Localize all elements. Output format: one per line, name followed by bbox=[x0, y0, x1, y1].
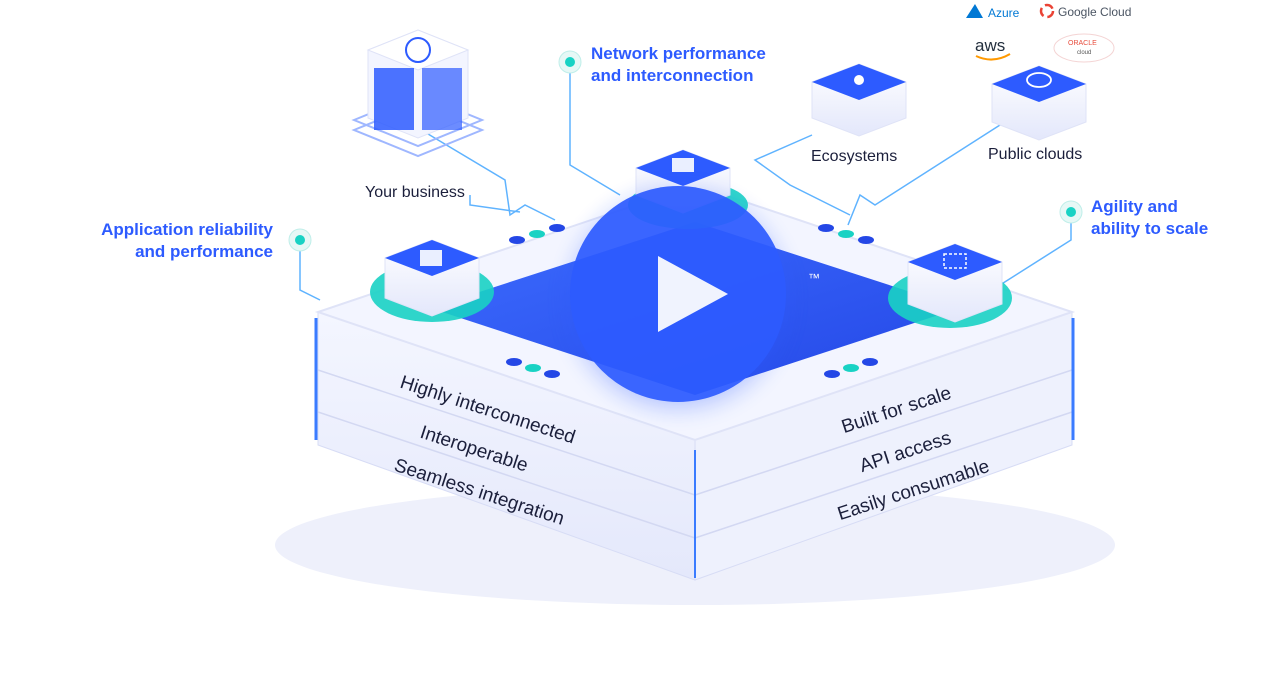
label-network-performance: Network performance and interconnection bbox=[591, 44, 766, 85]
aws-logo bbox=[975, 53, 1011, 61]
oracle-logo bbox=[1053, 33, 1115, 63]
label-your-business: Your business bbox=[365, 184, 465, 201]
building-icon bbox=[351, 29, 485, 158]
video-play-button[interactable] bbox=[570, 186, 786, 402]
cloud-icon bbox=[991, 65, 1087, 141]
rim-indicators bbox=[506, 224, 878, 378]
oracle-cloud-label: cloud bbox=[1077, 50, 1092, 56]
target-bullets bbox=[288, 50, 1083, 252]
network-hub-icon bbox=[811, 63, 907, 137]
label-ecosystems: Ecosystems bbox=[811, 148, 898, 165]
label-application-reliability: Application reliability and performance bbox=[101, 220, 273, 261]
platform-trademark: ™ bbox=[808, 271, 820, 285]
document-icon bbox=[384, 239, 480, 317]
azure-logo bbox=[966, 4, 983, 18]
connector-lines bbox=[299, 62, 1072, 301]
azure-label: Azure bbox=[988, 6, 1020, 20]
play-icon bbox=[658, 256, 728, 332]
google-cloud-logo bbox=[1039, 3, 1055, 19]
label-agility: Agility and ability to scale bbox=[1091, 197, 1209, 238]
google-cloud-label: Google Cloud bbox=[1058, 5, 1132, 19]
oracle-label: ORACLE bbox=[1068, 40, 1097, 47]
scale-expand-icon bbox=[907, 243, 1003, 323]
aws-label: aws bbox=[975, 36, 1006, 55]
label-public-clouds: Public clouds bbox=[988, 146, 1083, 163]
